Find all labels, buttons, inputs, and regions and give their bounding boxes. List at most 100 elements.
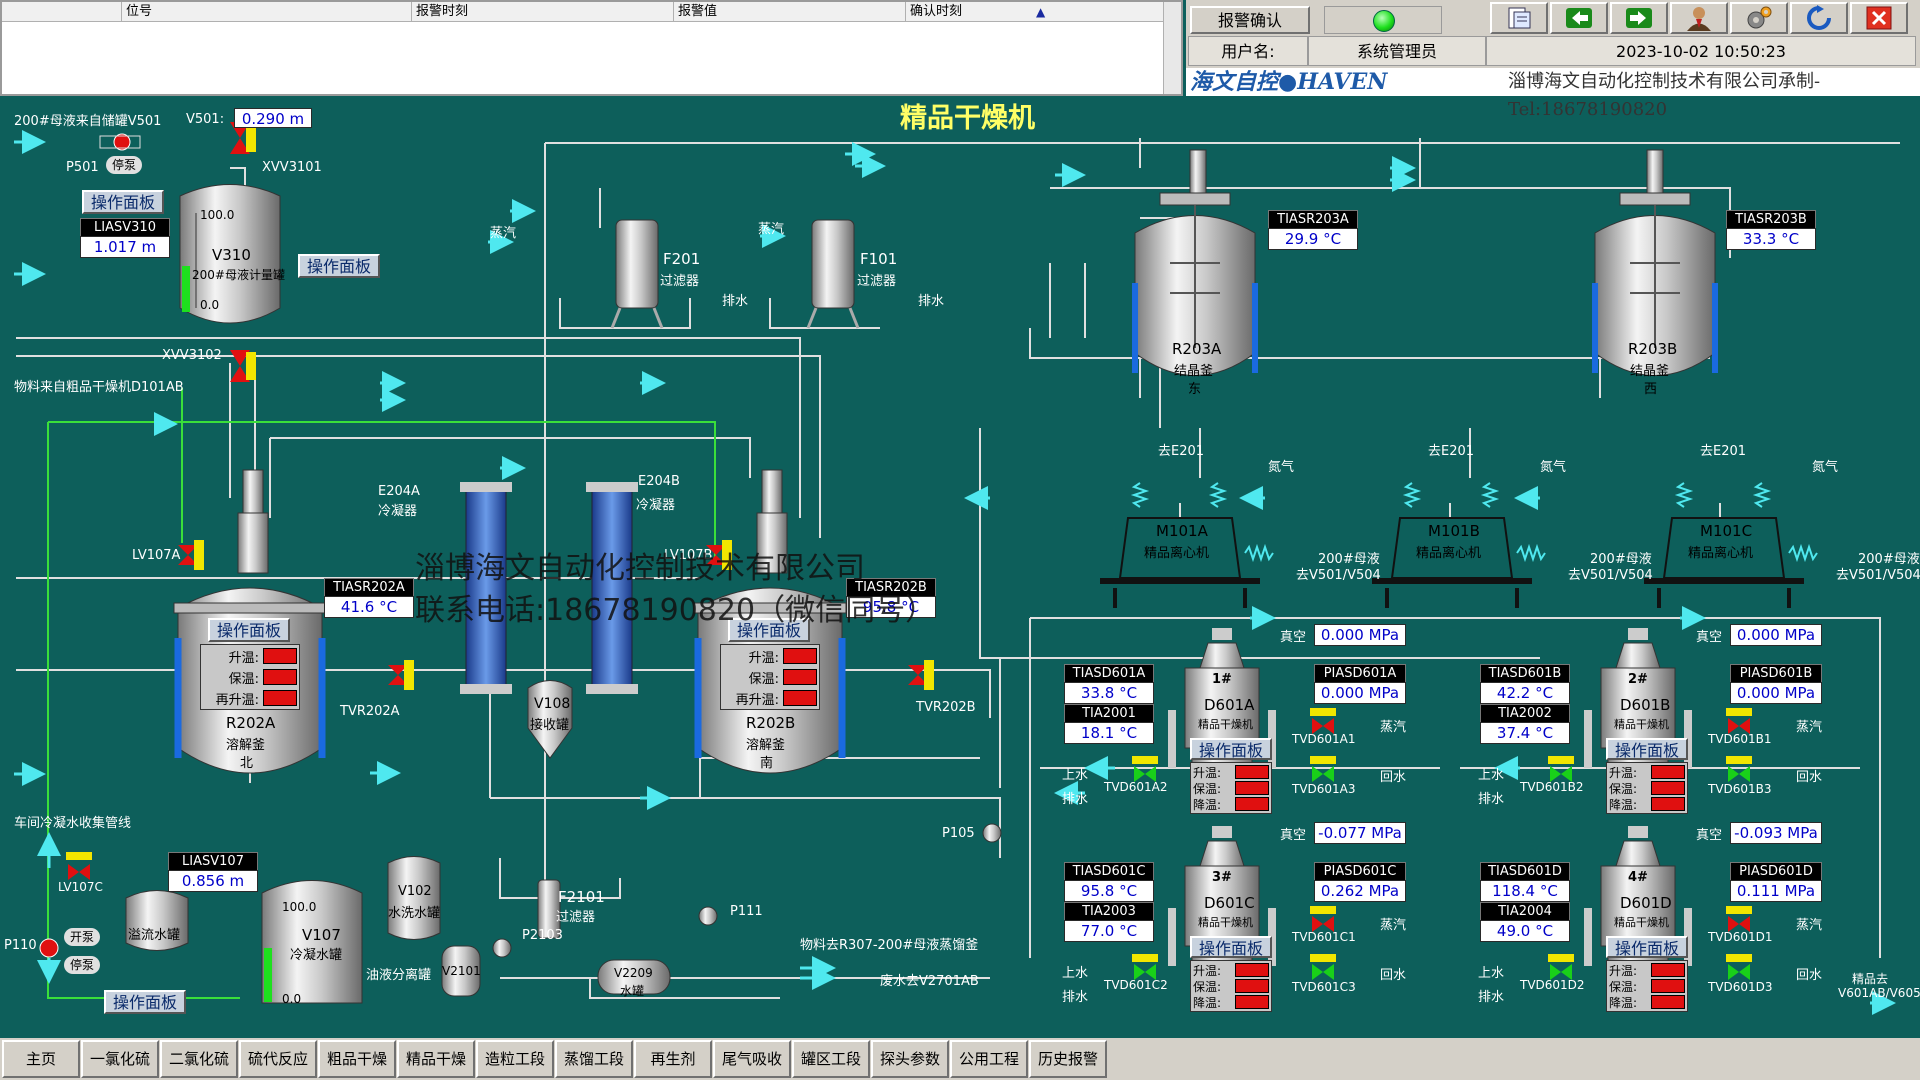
tiasr203b-value[interactable]: 33.3 °C xyxy=(1726,228,1816,250)
d601a-op-panel-button[interactable]: 操作面板 xyxy=(1190,738,1272,760)
d601d-vacuum-value[interactable]: -0.093 MPa xyxy=(1730,822,1822,844)
p501-stop-button[interactable]: 停泵 xyxy=(106,156,142,174)
valve-lv107b[interactable] xyxy=(706,540,732,570)
d601d-heat-indicator[interactable] xyxy=(1651,963,1685,977)
centrifuge-m101a[interactable] xyxy=(1100,517,1260,608)
d601b-op-panel-button[interactable]: 操作面板 xyxy=(1606,738,1688,760)
valve-xvv3101[interactable] xyxy=(230,122,256,154)
tiasr203a-value[interactable]: 29.9 °C xyxy=(1268,228,1358,250)
v2101-tank[interactable] xyxy=(441,945,481,997)
overflow-tank[interactable] xyxy=(125,890,189,951)
nav-sulfur-dichloride[interactable]: 二氯化硫 xyxy=(160,1040,238,1078)
d601a-hold-indicator[interactable] xyxy=(1235,781,1269,795)
tiasd601d-value[interactable]: 118.4 °C xyxy=(1480,880,1570,902)
nav-thio-reaction[interactable]: 硫代反应 xyxy=(239,1040,317,1078)
tia2002-value[interactable]: 37.4 °C xyxy=(1480,722,1570,744)
p110-start-button[interactable]: 开泵 xyxy=(64,928,100,946)
nav-fine-drying[interactable]: 精品干燥 xyxy=(397,1040,475,1078)
user-icon[interactable] xyxy=(1670,2,1728,34)
piasd601a-value[interactable]: 0.000 MPa xyxy=(1314,682,1406,704)
pump-p501[interactable] xyxy=(99,133,141,151)
valve-lv107c[interactable] xyxy=(66,852,92,880)
d601c-vacuum-value[interactable]: -0.077 MPa xyxy=(1314,822,1406,844)
nav-sulfur-monochloride[interactable]: 一氯化硫 xyxy=(81,1040,159,1078)
d601b-hold-indicator[interactable] xyxy=(1651,781,1685,795)
valve-tvr202a[interactable] xyxy=(388,660,414,690)
tiasr202b-value[interactable]: 95.8 °C xyxy=(846,596,936,618)
reactor-r203a[interactable] xyxy=(1132,149,1258,376)
nav-probe-params[interactable]: 探头参数 xyxy=(871,1040,949,1078)
refresh-icon[interactable] xyxy=(1790,2,1848,34)
dryer-valves[interactable] xyxy=(1132,708,1752,980)
r202b-hold-indicator[interactable] xyxy=(783,669,817,685)
centrifuge-m101b[interactable] xyxy=(1372,517,1532,608)
filter-f201[interactable] xyxy=(610,219,664,329)
r202a-hold-indicator[interactable] xyxy=(263,669,297,685)
alarm-col-tag[interactable]: 位号 xyxy=(122,2,412,22)
close-icon[interactable] xyxy=(1850,2,1908,34)
piasd601c-value[interactable]: 0.262 MPa xyxy=(1314,880,1406,902)
tiasd601b-value[interactable]: 42.2 °C xyxy=(1480,682,1570,704)
tiasd601c-value[interactable]: 95.8 °C xyxy=(1064,880,1154,902)
nav-tail-gas[interactable]: 尾气吸收 xyxy=(713,1040,791,1078)
condenser-e204b[interactable] xyxy=(586,482,638,694)
nav-distillation[interactable]: 蒸馏工段 xyxy=(555,1040,633,1078)
nav-tank-farm[interactable]: 罐区工段 xyxy=(792,1040,870,1078)
nav-alarm-history[interactable]: 历史报警 xyxy=(1029,1040,1107,1078)
nav-home[interactable]: 主页 xyxy=(2,1040,80,1078)
tia2001-value[interactable]: 18.1 °C xyxy=(1064,722,1154,744)
pump-p110[interactable] xyxy=(39,938,59,958)
r202a-heat-indicator[interactable] xyxy=(263,648,297,664)
centrifuge-m101c[interactable] xyxy=(1644,517,1804,608)
d601d-op-panel-button[interactable]: 操作面板 xyxy=(1606,936,1688,958)
d601a-cool-indicator[interactable] xyxy=(1235,797,1269,811)
v310-tank[interactable] xyxy=(179,184,281,324)
alarm-ack-button[interactable]: 报警确认 xyxy=(1190,6,1310,34)
v107-op-panel-button[interactable]: 操作面板 xyxy=(104,990,186,1014)
piasd601b-value[interactable]: 0.000 MPa xyxy=(1730,682,1822,704)
r202b-heat-indicator[interactable] xyxy=(783,648,817,664)
d601b-heat-indicator[interactable] xyxy=(1651,765,1685,779)
tiasd601a-value[interactable]: 33.8 °C xyxy=(1064,682,1154,704)
d601b-vacuum-value[interactable]: 0.000 MPa xyxy=(1730,624,1822,646)
v310-op-panel-button[interactable]: 操作面板 xyxy=(82,190,164,214)
v310-op-panel-button-2[interactable]: 操作面板 xyxy=(298,254,380,278)
nav-regenerant[interactable]: 再生剂 xyxy=(634,1040,712,1078)
v108-tank[interactable] xyxy=(527,680,573,759)
p110-stop-button[interactable]: 停泵 xyxy=(64,956,100,974)
reactor-r203b[interactable] xyxy=(1592,149,1718,376)
alarm-table[interactable]: 位号 报警时刻 报警值 确认时刻 ▲ xyxy=(0,0,1183,96)
d601a-heat-indicator[interactable] xyxy=(1235,765,1269,779)
tia2003-value[interactable]: 77.0 °C xyxy=(1064,920,1154,942)
alarm-scrollbar[interactable] xyxy=(1163,2,1181,94)
pumps-misc[interactable] xyxy=(492,823,1002,958)
settings-icon[interactable] xyxy=(1730,2,1788,34)
alarm-col-ack-time[interactable]: 确认时刻 ▲ xyxy=(906,2,1166,22)
piasd601d-value[interactable]: 0.111 MPa xyxy=(1730,880,1822,902)
tia2004-value[interactable]: 49.0 °C xyxy=(1480,920,1570,942)
document-icon[interactable] xyxy=(1490,2,1548,34)
d601c-op-panel-button[interactable]: 操作面板 xyxy=(1190,936,1272,958)
dryer-d601c[interactable] xyxy=(1168,826,1276,989)
d601b-cool-indicator[interactable] xyxy=(1651,797,1685,811)
r202a-reheat-indicator[interactable] xyxy=(263,690,297,706)
d601c-hold-indicator[interactable] xyxy=(1235,979,1269,993)
filter-f101[interactable] xyxy=(806,219,860,329)
d601c-heat-indicator[interactable] xyxy=(1235,963,1269,977)
r202a-op-panel-button[interactable]: 操作面板 xyxy=(208,618,290,642)
condenser-e204a[interactable] xyxy=(460,482,512,694)
d601d-hold-indicator[interactable] xyxy=(1651,979,1685,993)
r202b-op-panel-button[interactable]: 操作面板 xyxy=(728,618,810,642)
nav-crude-drying[interactable]: 粗品干燥 xyxy=(318,1040,396,1078)
valve-tvr202b[interactable] xyxy=(908,660,934,690)
alarm-col-time[interactable]: 报警时刻 xyxy=(412,2,674,22)
liasv107-value[interactable]: 0.856 m xyxy=(168,870,258,892)
tiasr202a-value[interactable]: 41.6 °C xyxy=(324,596,414,618)
d601d-cool-indicator[interactable] xyxy=(1651,995,1685,1009)
v107-tank[interactable] xyxy=(261,880,363,1004)
v501-value[interactable]: 0.290 m xyxy=(234,108,312,128)
v102-tank[interactable] xyxy=(387,856,441,940)
liasv310-value[interactable]: 1.017 m xyxy=(80,236,170,258)
valve-lv107a[interactable] xyxy=(178,540,204,570)
nav-granulation[interactable]: 造粒工段 xyxy=(476,1040,554,1078)
